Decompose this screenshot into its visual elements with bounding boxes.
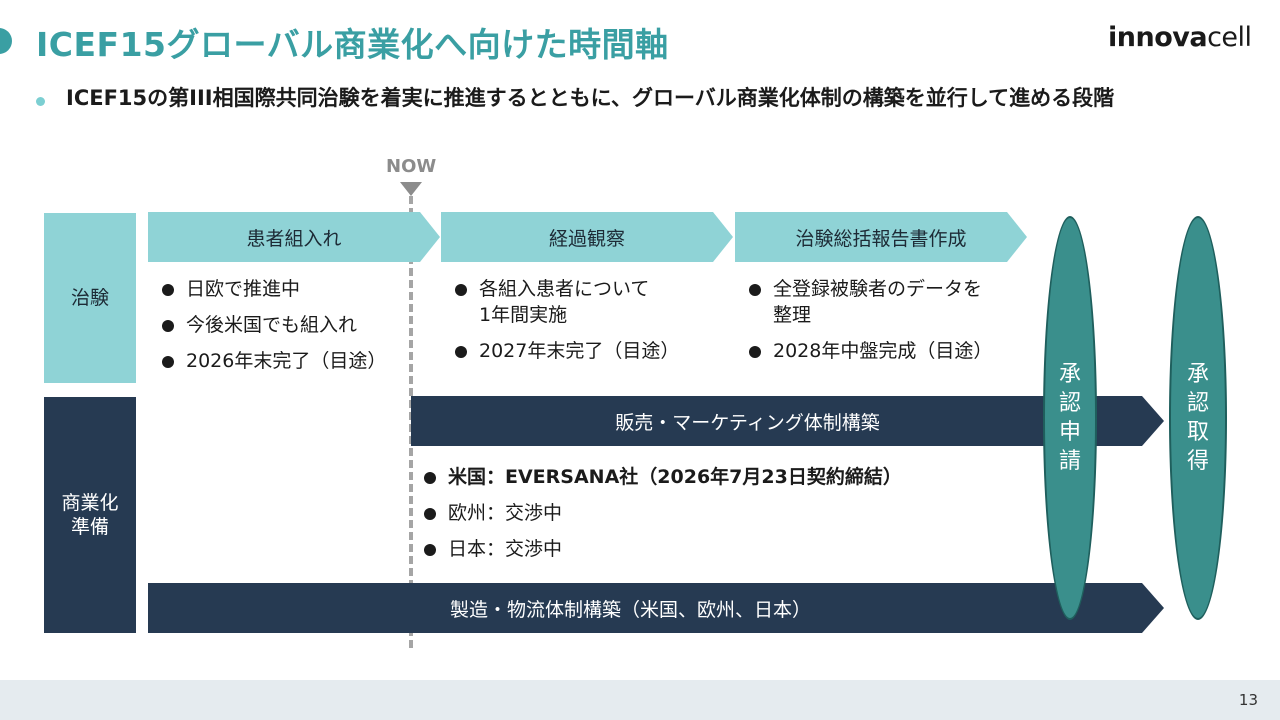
phase-enrollment-label: 患者組入れ bbox=[246, 227, 342, 250]
page-title: ICEF15グローバル商業化へ向けた時間軸 bbox=[36, 25, 669, 64]
bullet-dot bbox=[424, 472, 436, 484]
milestone-approval-obtained: 承認取得 bbox=[1169, 216, 1227, 620]
list-item: 日欧で推進中 bbox=[160, 276, 410, 302]
bullet-dot bbox=[749, 284, 761, 296]
bullet-dot bbox=[455, 346, 467, 358]
now-marker-triangle bbox=[400, 182, 422, 196]
phase-follow-up: 経過観察 bbox=[441, 212, 733, 262]
phase-follow-up-label: 経過観察 bbox=[548, 227, 625, 250]
list-item: 全登録被験者のデータを 整理 bbox=[747, 276, 1027, 328]
page-subtitle: ICEF15の第III相国際共同治験を着実に推進するとともに、グローバル商業化体… bbox=[66, 86, 1115, 110]
bullet-dot bbox=[424, 544, 436, 556]
subtitle-bullet bbox=[36, 97, 45, 106]
bullet-text: 2026年末完了（目途） bbox=[186, 350, 387, 372]
logo-light-part: cell bbox=[1207, 22, 1252, 53]
manufacturing-arrow: 製造・物流体制構築（米国、欧州、日本） bbox=[148, 583, 1164, 633]
bullet-text: 2027年末完了（目途） bbox=[479, 340, 680, 362]
row-label-trial-text: 治験 bbox=[70, 287, 109, 309]
phase-enrollment: 患者組入れ bbox=[148, 212, 440, 262]
now-label: NOW bbox=[386, 156, 437, 177]
bullet-text: 日欧で推進中 bbox=[186, 278, 301, 300]
sales-partner-bullets: 米国：EVERSANA社（2026年7月23日契約締結） 欧州：交渉中 日本：交… bbox=[422, 464, 982, 572]
bullet-text: 日本：交渉中 bbox=[448, 538, 563, 560]
report-bullets: 全登録被験者のデータを 整理 2028年中盤完成（目途） bbox=[747, 276, 1027, 374]
list-item: 欧州：交渉中 bbox=[422, 500, 982, 526]
bullet-text: 2028年中盤完成（目途） bbox=[773, 340, 993, 362]
list-item: 日本：交渉中 bbox=[422, 536, 982, 562]
sales-marketing-arrow: 販売・マーケティング体制構築 bbox=[411, 396, 1164, 446]
list-item: 今後米国でも組入れ bbox=[160, 312, 410, 338]
bullet-dot bbox=[455, 284, 467, 296]
title-accent-dot bbox=[0, 28, 12, 54]
logo-bold-part: innova bbox=[1108, 22, 1208, 53]
bullet-dot bbox=[162, 320, 174, 332]
phase-report: 治験総括報告書作成 bbox=[735, 212, 1027, 262]
sales-marketing-label: 販売・マーケティング体制構築 bbox=[615, 411, 880, 434]
bullet-dot bbox=[162, 356, 174, 368]
list-item: 各組入患者について 1年間実施 bbox=[453, 276, 723, 328]
page-number: 13 bbox=[1238, 691, 1258, 709]
bullet-dot bbox=[749, 346, 761, 358]
milestone-approval-application-text: 承認申請 bbox=[1058, 362, 1081, 474]
enrollment-bullets: 日欧で推進中 今後米国でも組入れ 2026年末完了（目途） bbox=[160, 276, 410, 384]
bullet-text: 欧州：交渉中 bbox=[448, 502, 563, 524]
bullet-dot bbox=[424, 508, 436, 520]
list-item: 2028年中盤完成（目途） bbox=[747, 338, 1027, 364]
bullet-text: 米国：EVERSANA社（2026年7月23日契約締結） bbox=[448, 466, 902, 488]
bullet-text: 全登録被験者のデータを 整理 bbox=[773, 278, 983, 326]
bullet-text: 各組入患者について 1年間実施 bbox=[479, 278, 650, 326]
row-label-commercial-text: 商業化 準備 bbox=[61, 492, 119, 538]
phase-report-label: 治験総括報告書作成 bbox=[795, 227, 967, 250]
follow-up-bullets: 各組入患者について 1年間実施 2027年末完了（目途） bbox=[453, 276, 723, 374]
bullet-dot bbox=[162, 284, 174, 296]
milestone-approval-obtained-text: 承認取得 bbox=[1186, 362, 1209, 474]
row-label-commercial: 商業化 準備 bbox=[44, 397, 136, 633]
milestone-approval-application: 承認申請 bbox=[1043, 216, 1097, 620]
row-label-trial: 治験 bbox=[44, 213, 136, 383]
bullet-text: 今後米国でも組入れ bbox=[186, 314, 358, 336]
innovacell-logo: innovacell bbox=[1108, 22, 1252, 53]
list-item: 2026年末完了（目途） bbox=[160, 348, 410, 374]
manufacturing-label: 製造・物流体制構築（米国、欧州、日本） bbox=[450, 598, 812, 621]
list-item: 2027年末完了（目途） bbox=[453, 338, 723, 364]
footer-bar bbox=[0, 680, 1280, 720]
list-item: 米国：EVERSANA社（2026年7月23日契約締結） bbox=[422, 464, 982, 490]
